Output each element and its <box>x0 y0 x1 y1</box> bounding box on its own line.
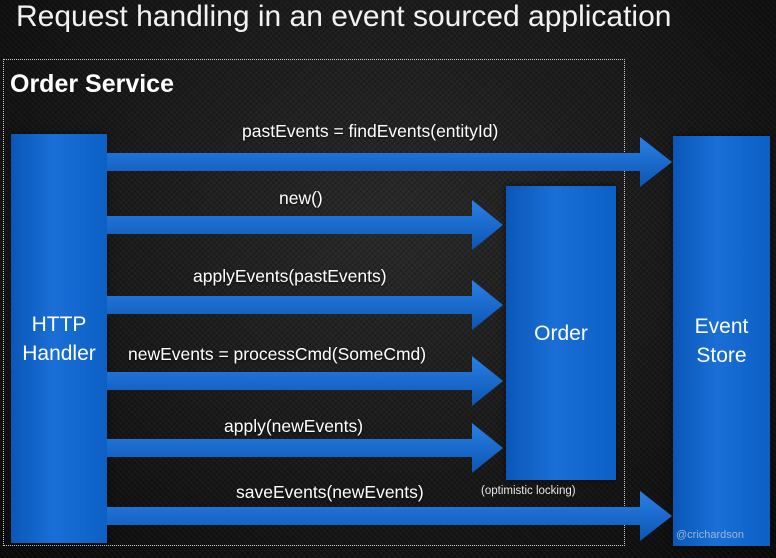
message-apply-new-events: apply(newEvents) <box>224 416 364 436</box>
order-service-label: Order Service <box>10 70 174 98</box>
arrow-find-events <box>107 137 672 187</box>
slide-title: Request handling in an event sourced app… <box>16 0 672 33</box>
author-credit: @crichardson <box>676 529 745 541</box>
http-handler-label: HTTP Handler <box>22 312 96 365</box>
order-block: Order <box>506 186 616 480</box>
event-store-block: Event Store <box>673 136 770 546</box>
arrow-process-cmd <box>107 356 503 406</box>
message-process-cmd: newEvents = processCmd(SomeCmd) <box>128 344 427 364</box>
arrow-apply-new-events <box>107 423 503 473</box>
arrow-apply-past-events <box>107 280 503 330</box>
arrow-new <box>107 200 503 250</box>
message-new: new() <box>279 188 323 208</box>
arrow-save-events <box>107 491 672 541</box>
event-store-label: Event Store <box>694 315 749 367</box>
order-service-boundary <box>3 59 625 546</box>
optimistic-locking-note: (optimistic locking) <box>481 485 576 497</box>
http-handler-block: HTTP Handler <box>11 134 107 543</box>
message-apply-past-events: applyEvents(pastEvents) <box>193 266 387 286</box>
order-label: Order <box>534 321 588 345</box>
message-find-events: pastEvents = findEvents(entityId) <box>242 121 499 141</box>
message-save-events: saveEvents(newEvents) <box>236 482 424 502</box>
